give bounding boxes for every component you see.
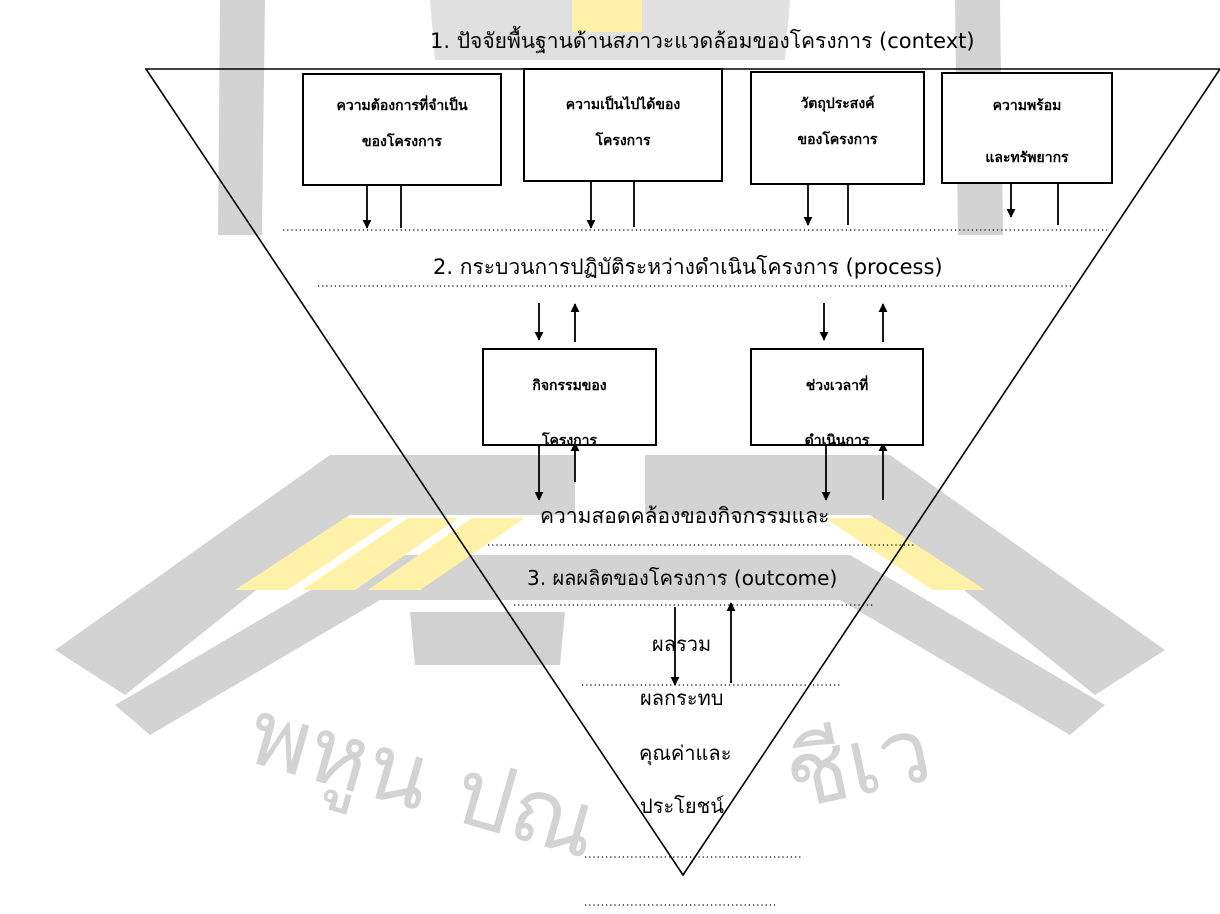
watermark-outer-wing-left: [55, 455, 575, 695]
watermark-left-pillar: [218, 0, 265, 235]
watermark-stripe-1: [235, 518, 395, 590]
box-period-line2: ดำเนินการ: [804, 433, 870, 446]
watermark-lower-band: [115, 555, 1105, 735]
box-period-line1: ช่วงเวลาที่: [805, 378, 869, 394]
dotted-separators: [283, 229, 1107, 906]
box-feasibility: ความเป็นไปได้ของ โครงการ: [523, 68, 723, 182]
watermark-stripe-2: [302, 518, 458, 590]
box-objective: วัตถุประสงค์ ของโครงการ: [750, 71, 925, 185]
watermark-dot-pattern: [410, 612, 565, 665]
watermark-outer-wing-right: [645, 455, 1165, 695]
heading-outcome: 3. ผลผลิตของโครงการ (outcome): [527, 566, 838, 590]
label-value: คุณค่าและ: [639, 741, 732, 765]
heading-context: 1. ปัจจัยพื้นฐานด้านสภาวะแวดล้อมของโครงก…: [430, 29, 975, 53]
box-objective-line1: วัตถุประสงค์: [800, 96, 875, 112]
box-period: ช่วงเวลาที่ ดำเนินการ: [750, 348, 924, 446]
box-feasibility-line2: โครงการ: [595, 133, 651, 149]
box-readiness: ความพร้อม และทรัพยากร: [941, 72, 1113, 184]
box-readiness-line1: ความพร้อม: [992, 98, 1062, 114]
heading-consistency: ความสอดคล้องของกิจกรรมและ: [540, 504, 830, 528]
heading-process: 2. กระบวนการปฏิบัติระหว่างดำเนินโครงการ …: [433, 255, 943, 279]
box-need-line2: ของโครงการ: [362, 134, 442, 150]
label-benefit: ประโยชน์: [640, 794, 724, 818]
box-readiness-line2: และทรัพยากร: [985, 150, 1069, 166]
box-need-line1: ความต้องการที่จำเป็น: [336, 98, 468, 114]
box-objective-line2: ของโครงการ: [797, 132, 878, 148]
box-activity-line1: กิจกรรมของ: [532, 378, 607, 394]
box-activity: กิจกรรมของ โครงการ: [482, 348, 657, 446]
label-total: ผลรวม: [652, 632, 712, 656]
box-activity-line2: โครงการ: [541, 433, 598, 446]
flow-arrows: [362, 165, 1063, 686]
watermark-stripe-4: [825, 518, 985, 590]
label-impact: ผลกระทบ: [640, 686, 724, 710]
watermark-stripe-3: [368, 518, 525, 590]
watermark-text-left: พหูน ปณ: [236, 678, 609, 881]
box-need: ความต้องการที่จำเป็น ของโครงการ: [302, 73, 502, 186]
box-feasibility-line1: ความเป็นไปได้ของ: [565, 97, 681, 113]
watermark-text-right: ชีเว: [776, 696, 941, 831]
watermark-yellow-accent: [572, 0, 642, 32]
